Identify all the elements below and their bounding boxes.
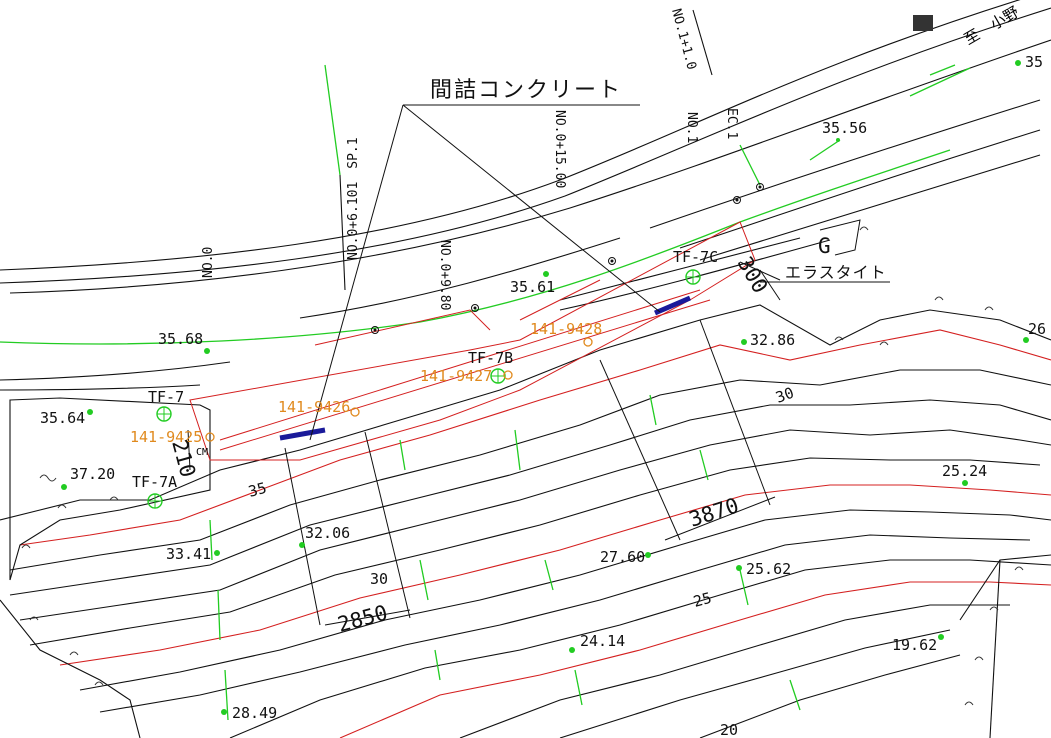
dim-300: 300 — [733, 253, 773, 298]
elev-26: 26 — [1028, 320, 1046, 338]
station-ec1: EC.1 — [724, 108, 739, 139]
callout-leaders — [309, 104, 890, 441]
station-no1-1-0: NO.1+1.0 — [668, 7, 699, 71]
elevation-texts: 35.68 35.64 37.20 35.61 35.56 35 32.86 2… — [40, 53, 1046, 722]
point-9426: 141-9426 — [278, 398, 350, 416]
tf7c-label: TF-7C — [673, 248, 718, 266]
elev-3568: 35.68 — [158, 330, 203, 348]
left-slope-outline — [0, 397, 1051, 738]
dimension-lines — [187, 219, 861, 626]
point-9427: 141-9427 — [420, 367, 492, 385]
elev-2524: 25.24 — [942, 462, 987, 480]
slope-ticks — [209, 394, 801, 721]
vegetation-symbols — [21, 226, 1024, 706]
tf-texts: TF-7 TF-7A TF-7B TF-7C — [132, 248, 718, 491]
dim-cm: CM — [196, 447, 208, 458]
station-no0-15-00: NO.0+15.00 — [552, 110, 567, 188]
station-no1: NO.1 — [684, 112, 699, 143]
concrete-fill-marks — [279, 295, 691, 441]
road-markers — [371, 183, 764, 334]
contour-30b: 30 — [370, 570, 388, 588]
point-9425: 141-9425 — [130, 428, 202, 446]
dim-3870: 3870 — [686, 493, 742, 531]
elev-3206: 32.06 — [305, 524, 350, 542]
elev-3561: 35.61 — [510, 278, 555, 296]
elev-3564: 35.64 — [40, 409, 85, 427]
contour-35: 35 — [246, 479, 268, 501]
contours — [0, 304, 1051, 738]
point-9428: 141-9428 — [530, 320, 602, 338]
green-alignment — [0, 64, 971, 345]
station-no0: NO.0 — [201, 247, 216, 278]
survey-points — [205, 337, 593, 442]
station-lines — [324, 9, 761, 291]
contour-20: 20 — [720, 721, 738, 738]
concrete-callout-label: 間詰コンクリート — [430, 78, 622, 103]
elev-2760: 27.60 — [600, 548, 645, 566]
station-no0-9-80: NO.0+9.80 — [437, 240, 452, 310]
elev-3720: 37.20 — [70, 465, 115, 483]
elev-35: 35 — [1025, 53, 1043, 71]
contour-30a: 30 — [773, 384, 796, 407]
tf-markers — [147, 269, 701, 509]
direction-label: 至 小野 — [961, 3, 1022, 49]
elev-2414: 24.14 — [580, 632, 625, 650]
elev-3286: 32.86 — [750, 331, 795, 349]
elastite-callout-label: エラスタイト — [785, 263, 887, 282]
elev-2849: 28.49 — [232, 704, 277, 722]
dim-2850: 2850 — [335, 601, 390, 637]
g-mark-label: G — [818, 234, 831, 258]
contour-texts: 35 30 30 25 20 — [246, 384, 796, 738]
callout-texts: 間詰コンクリート エラスタイト 至 小野 G — [430, 3, 1022, 282]
structure-outline — [189, 221, 756, 461]
elevation-dots — [61, 60, 1029, 715]
tf7-label: TF-7 — [148, 388, 184, 406]
elev-3341: 33.41 — [166, 545, 211, 563]
survey-point-texts: 141-9425 141-9426 141-9427 141-9428 — [130, 320, 602, 446]
road-lines — [0, 0, 1051, 391]
contour-25: 25 — [691, 589, 713, 611]
tf7b-label: TF-7B — [468, 349, 513, 367]
elev-2562: 25.62 — [746, 560, 791, 578]
elev-3556: 35.56 — [822, 119, 867, 137]
elev-1962: 19.62 — [892, 636, 937, 654]
station-no0-6-101: NO.0+6.101 SP.1 — [346, 137, 361, 260]
hatched-marker — [913, 15, 933, 31]
tf7a-label: TF-7A — [132, 473, 177, 491]
